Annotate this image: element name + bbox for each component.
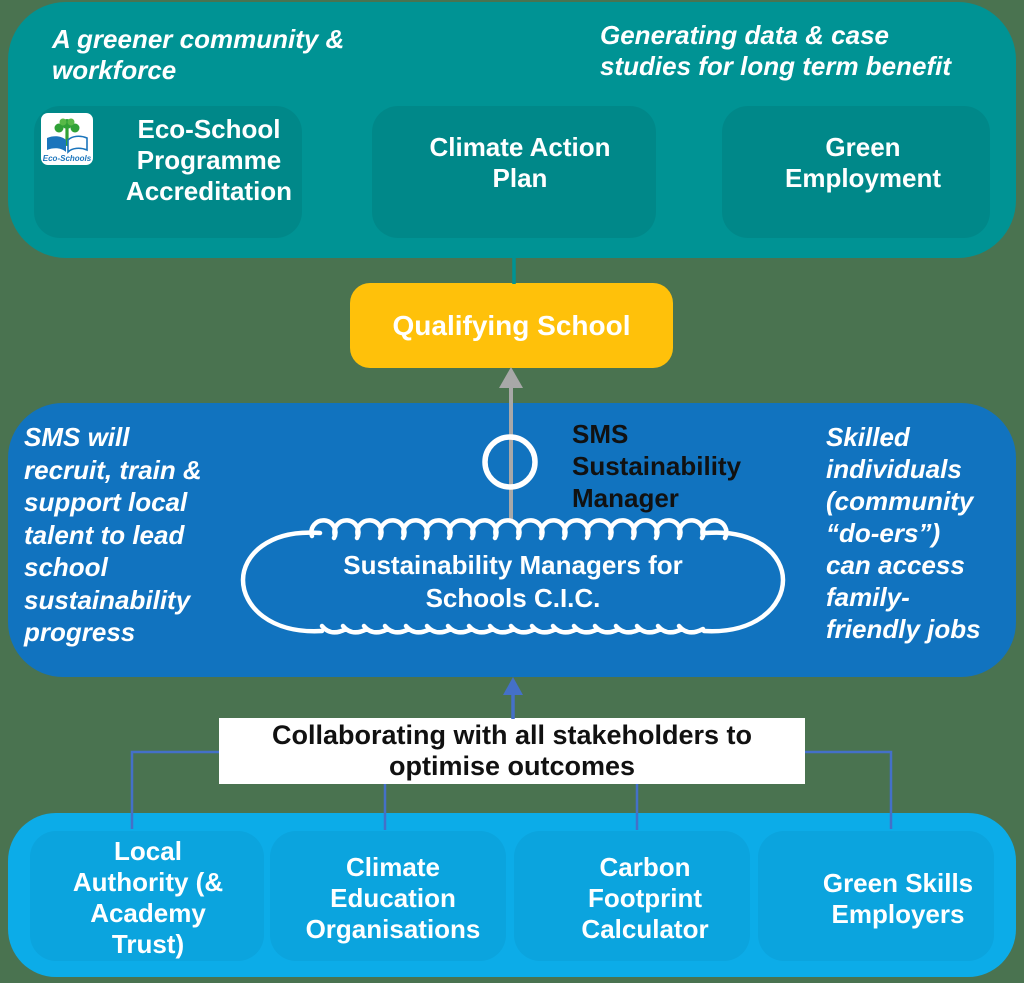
goal-greener-community: A greener community & workforce [52, 24, 345, 85]
eco-schools-tree [54, 118, 80, 146]
stakeholder-climate-education: Climate Education Organisations [305, 852, 481, 944]
outcomes-box: A greener community & workforce Generati… [8, 2, 1016, 258]
collaboration-banner: Collaborating with all stakeholders to o… [219, 718, 805, 784]
sms-right-note: Skilled individuals (community “do-ers”)… [826, 422, 981, 644]
sms-left-note: SMS will recruit, train & support local … [24, 422, 202, 647]
stakeholders-box: Local Authority (& Academy Trust) Climat… [8, 813, 1016, 977]
collaboration-label: Collaborating with all stakeholders to o… [271, 720, 753, 781]
gray-arrow-up-icon [499, 367, 523, 388]
eco-schools-logo-label: Eco-Schools [43, 154, 92, 163]
eco-schools-book [47, 135, 88, 154]
stakeholder-panel [514, 831, 750, 961]
stakeholder-panel [758, 831, 994, 961]
sms-manager-label: SMS Sustainability Manager [572, 419, 742, 513]
sms-box: SMS will recruit, train & support local … [8, 403, 1016, 677]
stakeholder-green-skills: Green Skills Employers [822, 868, 974, 929]
blue-arrow-up-icon [503, 677, 523, 695]
stakeholder-carbon-footprint: Carbon Footprint Calculator [581, 852, 709, 944]
goal-generating-data: Generating data & case studies for long … [600, 20, 952, 81]
eco-schools-logo-icon: Eco-Schools [41, 113, 93, 165]
outcomes-item-panel [372, 106, 656, 238]
outcome-climate-action-plan: Climate Action Plan [429, 132, 611, 193]
qualifying-school-box: Qualifying School [350, 283, 673, 368]
stakeholder-panel [270, 831, 506, 961]
outcomes-item-panel [722, 106, 990, 238]
outcome-green-employment: Green Employment [784, 132, 942, 193]
outcome-eco-school: Eco-School Programme Accreditation [125, 114, 293, 206]
sms-cic-label: Sustainability Managers for Schools C.I.… [343, 550, 683, 613]
stakeholder-panel [30, 831, 264, 961]
stakeholder-local-authority: Local Authority (& Academy Trust) [72, 836, 224, 959]
qualifying-school-label: Qualifying School [392, 309, 631, 341]
